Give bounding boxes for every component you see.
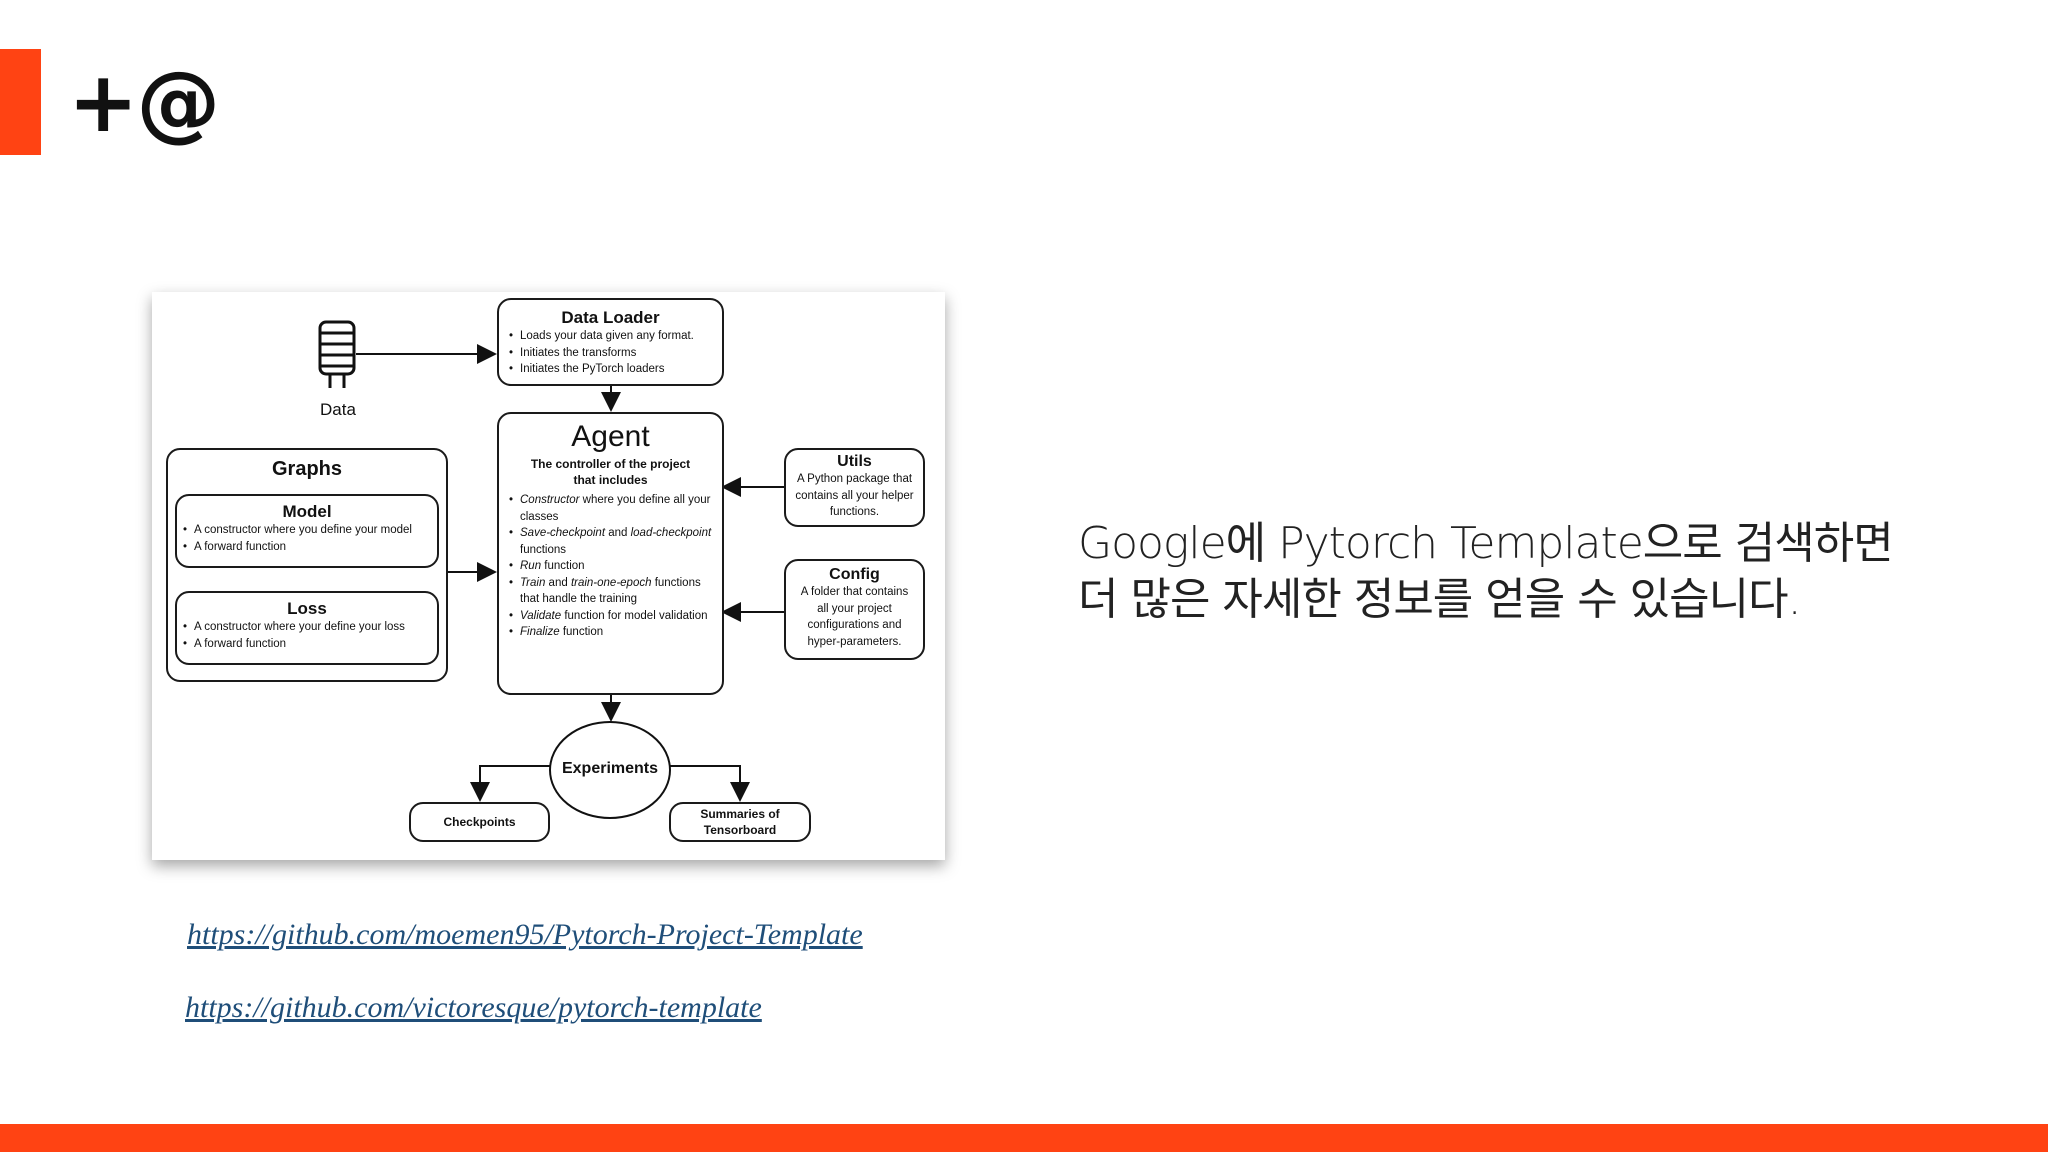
arrow-experiments-to-checkpoints [470, 765, 550, 802]
data-loader-title: Data Loader [561, 308, 660, 327]
utils-desc: A Python package that contains all your … [795, 473, 914, 518]
list-item: Train and train-one-epoch functions that… [509, 575, 718, 608]
arrow-experiments-to-summaries [670, 765, 750, 802]
loss-box: Loss A constructor where your define you… [175, 591, 439, 665]
agent-subtitle: The controller of the project that inclu… [530, 457, 691, 487]
summaries-box: Summaries of Tensorboard [669, 802, 811, 842]
config-desc: A folder that contains all your project … [800, 586, 909, 648]
list-item: Run function [509, 558, 718, 575]
list-item: Initiates the PyTorch loaders [509, 361, 722, 378]
data-label: Data [320, 400, 356, 419]
github-link-victoresque[interactable]: https://github.com/victoresque/pytorch-t… [185, 991, 762, 1024]
list-item: A constructor where you define your mode… [183, 522, 437, 539]
footer-accent-bar [0, 1124, 2048, 1152]
list-item: Validate function for model validation [509, 608, 718, 625]
accent-block [0, 49, 41, 155]
agent-title: Agent [571, 420, 650, 453]
checkpoints-box: Checkpoints [409, 802, 550, 842]
headline-line-2: 더 많은 자세한 정보를 얻을 수 있습니다. [1078, 574, 1802, 625]
config-box: Config A folder that contains all your p… [784, 559, 925, 660]
list-item: Constructor where you define all your cl… [509, 492, 718, 525]
data-loader-box: Data Loader Loads your data given any fo… [497, 298, 724, 386]
experiments-title: Experiments [561, 760, 659, 777]
summaries-label: Summaries of Tensorboard [700, 807, 780, 837]
list-item: A forward function [183, 539, 437, 556]
model-box: Model A constructor where you define you… [175, 494, 439, 568]
utils-box: Utils A Python package that contains all… [784, 448, 925, 527]
loss-items: A constructor where your define your los… [177, 619, 437, 652]
list-item: Save-checkpoint and load-checkpoint func… [509, 525, 718, 558]
database-icon [318, 320, 356, 388]
data-loader-items: Loads your data given any format. Initia… [499, 328, 722, 378]
list-item: Initiates the transforms [509, 345, 722, 362]
github-link-moemen95[interactable]: https://github.com/moemen95/Pytorch-Proj… [187, 918, 863, 951]
model-items: A constructor where you define your mode… [177, 522, 437, 555]
agent-items: Constructor where you define all your cl… [499, 492, 722, 641]
loss-title: Loss [287, 599, 327, 618]
list-item: Loads your data given any format. [509, 328, 722, 345]
list-item: A constructor where your define your los… [183, 619, 437, 636]
agent-box: Agent The controller of the project that… [497, 412, 724, 695]
list-item: Finalize function [509, 624, 718, 641]
graphs-title: Graphs [271, 458, 343, 480]
headline: Google에 Pytorch Template으로 검색하면 더 많은 자세한… [1078, 516, 1998, 628]
diagram-arrows [318, 320, 784, 819]
architecture-diagram: Data Data Loader Loads your data given a… [152, 292, 945, 860]
graphs-box: Graphs Model A constructor where you def… [166, 448, 448, 682]
experiments-ellipse [549, 721, 671, 819]
checkpoints-label: Checkpoints [443, 815, 516, 829]
config-title: Config [829, 566, 880, 583]
model-title: Model [282, 502, 332, 521]
list-item: A forward function [183, 636, 437, 653]
utils-title: Utils [837, 453, 872, 470]
headline-line-1: Google에 Pytorch Template으로 검색하면 [1078, 518, 1894, 569]
logo: +@ [68, 53, 220, 151]
